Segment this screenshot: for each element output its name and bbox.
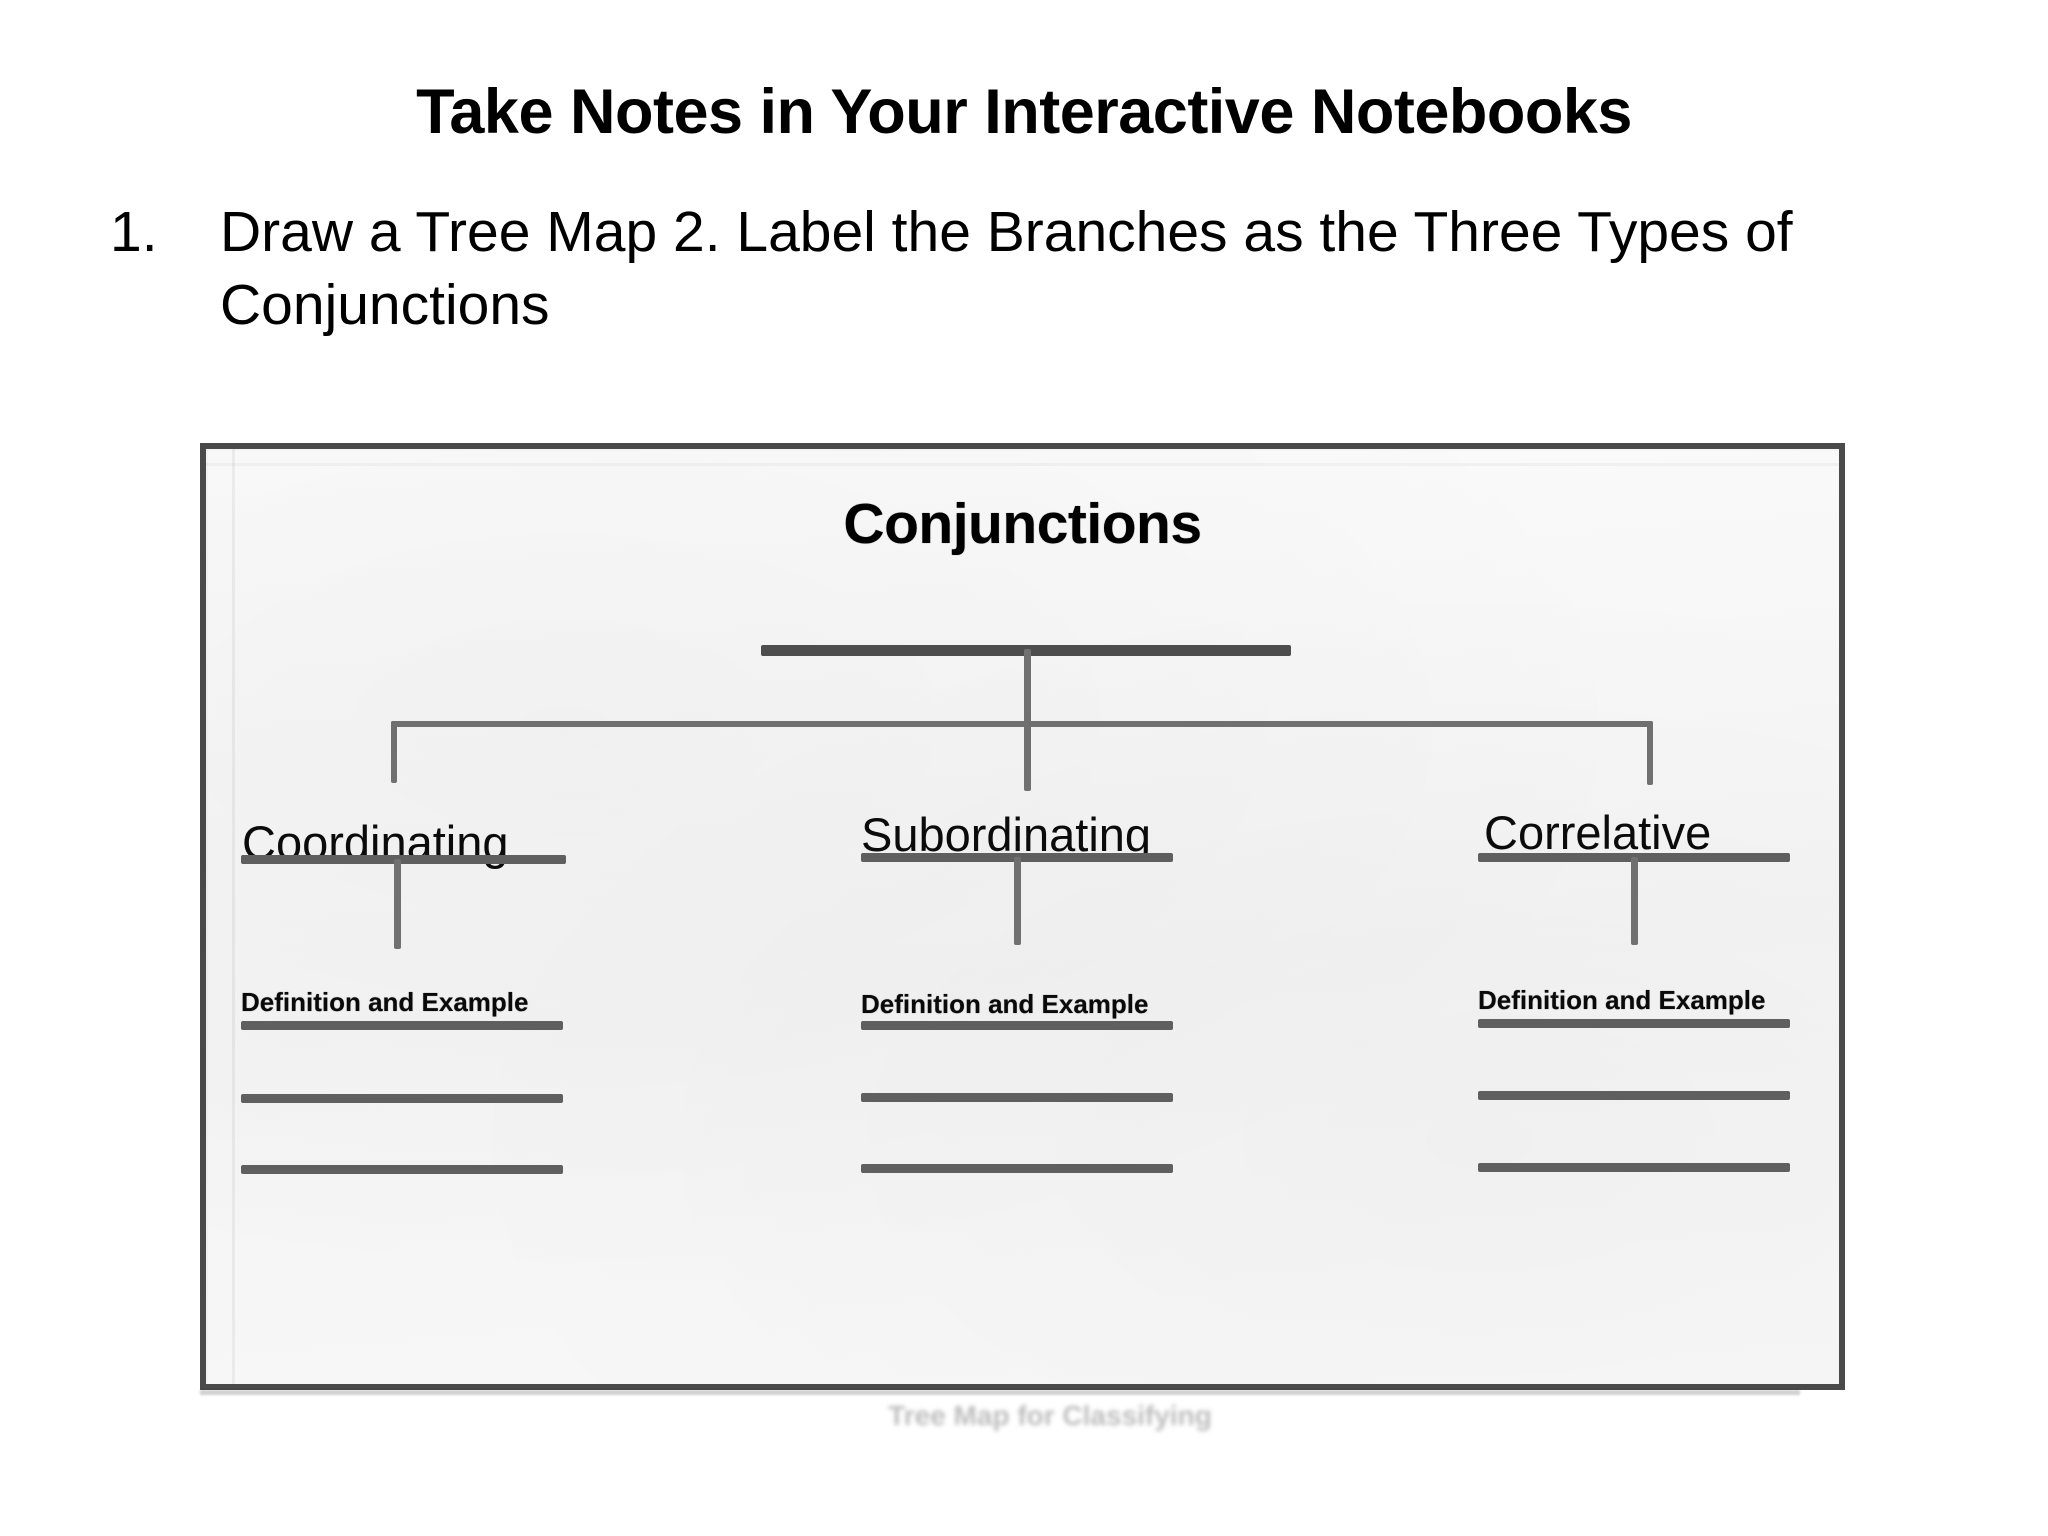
branch-stem-correlative (1631, 857, 1638, 945)
writing-line-correlative-1 (1478, 1019, 1790, 1028)
branch-label-subordinating: Subordinating (861, 808, 1152, 861)
writing-line-coordinating-1 (241, 1021, 563, 1030)
writing-line-coordinating-3 (241, 1165, 563, 1174)
branch-leg-center (1024, 721, 1031, 791)
scan-paper-texture (206, 449, 1839, 1384)
instruction-text: Draw a Tree Map 2. Label the Branches as… (220, 200, 1793, 337)
scan-edge-top (206, 463, 1839, 466)
writing-line-subordinating-3 (861, 1164, 1173, 1173)
writing-line-correlative-3 (1478, 1163, 1790, 1172)
branch-connector-bar (391, 721, 1653, 727)
writing-line-subordinating-2 (861, 1093, 1173, 1102)
scan-edge-left (232, 449, 235, 1384)
detail-label-coordinating: Definition and Example (241, 987, 529, 1017)
instruction-list-item: 1. Draw a Tree Map 2. Label the Branches… (110, 196, 1950, 342)
page-title: Take Notes in Your Interactive Notebooks (416, 77, 1632, 147)
branch-underline-coordinating (241, 855, 566, 864)
detail-label-subordinating: Definition and Example (861, 989, 1149, 1019)
tree-map-image: Conjunctions Coordinating Definition and… (200, 443, 1845, 1390)
root-stem (1024, 649, 1031, 725)
writing-line-subordinating-1 (861, 1021, 1173, 1030)
scan-caption: Tree Map for Classifying (888, 1400, 1212, 1431)
detail-label-correlative: Definition and Example (1478, 985, 1766, 1015)
branch-leg-right (1647, 721, 1653, 785)
list-marker: 1. (110, 200, 158, 264)
writing-line-correlative-2 (1478, 1091, 1790, 1100)
branch-stem-subordinating (1014, 857, 1021, 945)
branch-stem-coordinating (394, 859, 401, 949)
tree-root-label: Conjunctions (843, 492, 1202, 556)
branch-label-correlative: Correlative (1484, 806, 1712, 859)
branch-leg-left (391, 721, 397, 783)
scan-bottom-shadow (200, 1390, 1800, 1395)
writing-line-coordinating-2 (241, 1094, 563, 1103)
